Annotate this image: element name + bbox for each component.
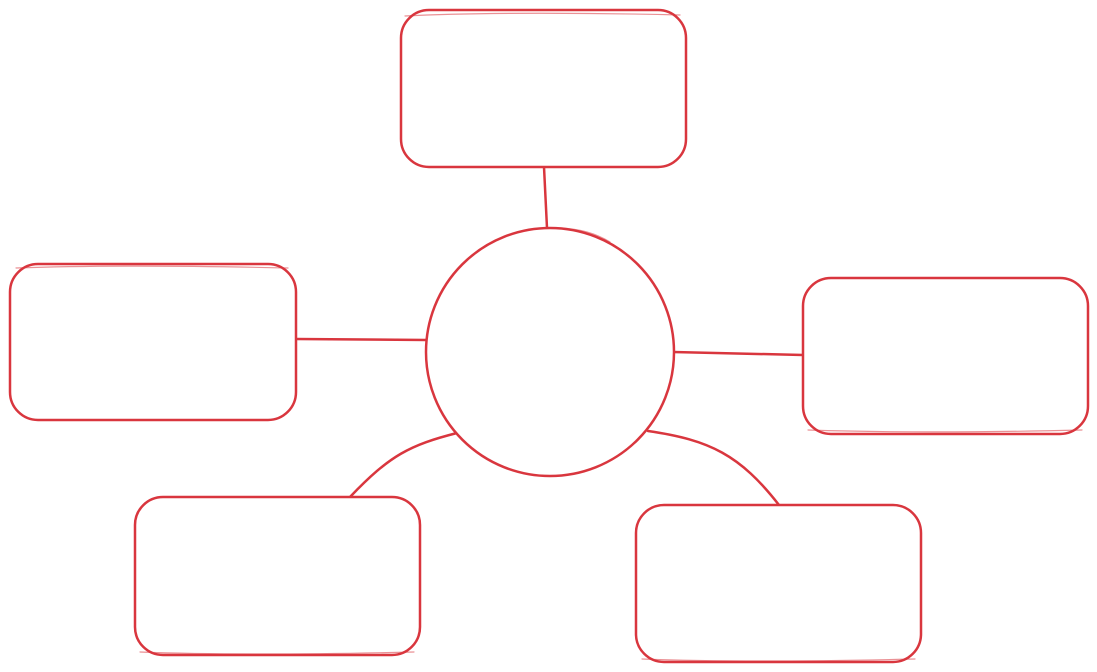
branch-node-bottom-left[interactable] [133, 495, 422, 657]
connector-right [671, 350, 805, 357]
center-node[interactable] [424, 226, 676, 478]
branch-node-right[interactable] [801, 276, 1090, 436]
branch-node-top[interactable] [399, 8, 688, 169]
connector-left [294, 337, 429, 342]
branch-node-bottom-right[interactable] [634, 503, 923, 664]
connector-top [542, 165, 549, 230]
connector-bottom-left [348, 431, 459, 499]
connector-bottom-right [646, 429, 781, 507]
branch-node-left[interactable] [8, 262, 298, 422]
